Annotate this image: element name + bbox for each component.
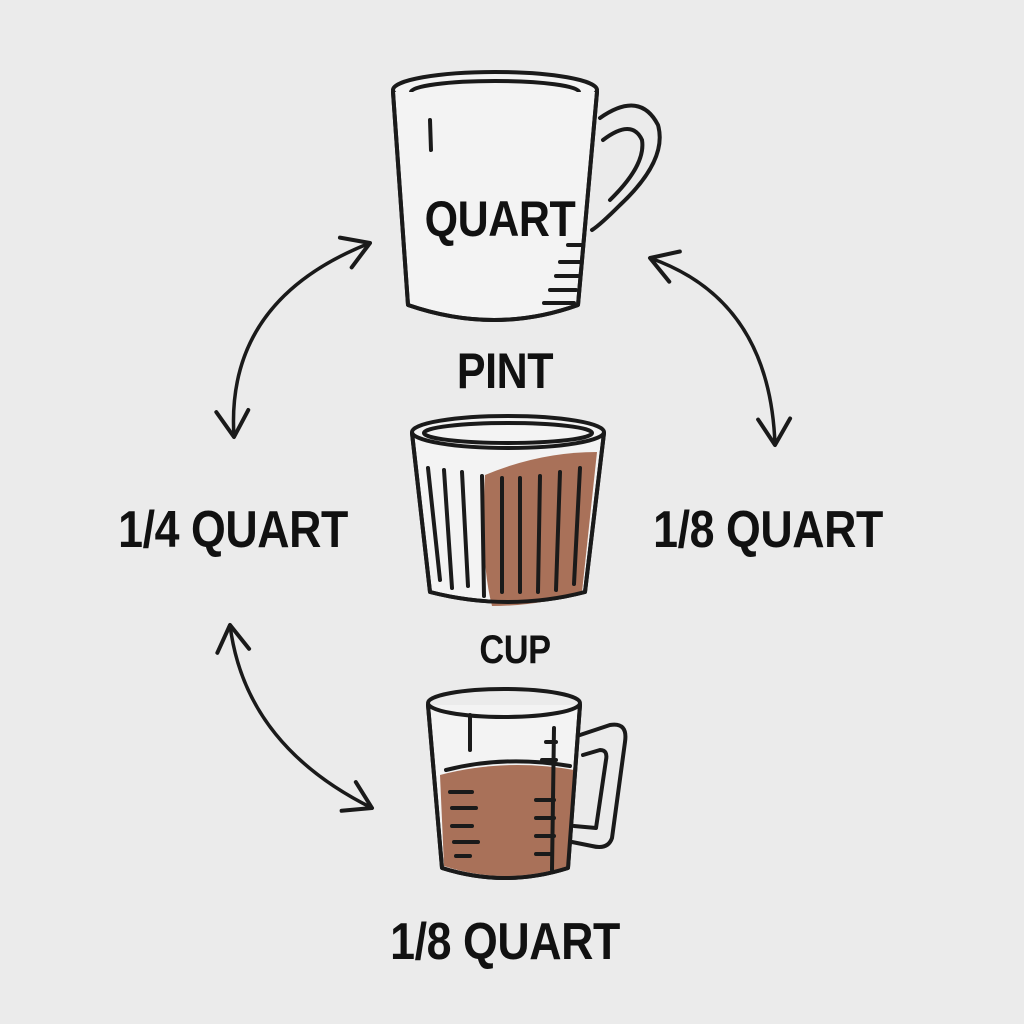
eighth-quart-right-label: 1/8 QUART (653, 501, 883, 559)
measuring-cup-icon (426, 687, 628, 880)
double-arrow-icon (214, 235, 372, 439)
glass-icon (410, 414, 606, 606)
quart-label: QUART (424, 191, 576, 247)
quarter-quart-label: 1/4 QUART (118, 501, 348, 559)
eighth-quart-bottom-label: 1/8 QUART (390, 913, 620, 971)
mug-icon (391, 70, 662, 322)
double-arrow-icon (215, 623, 374, 813)
cup-label: CUP (479, 628, 551, 672)
double-arrow-icon (648, 249, 793, 447)
pint-label: PINT (456, 343, 554, 399)
